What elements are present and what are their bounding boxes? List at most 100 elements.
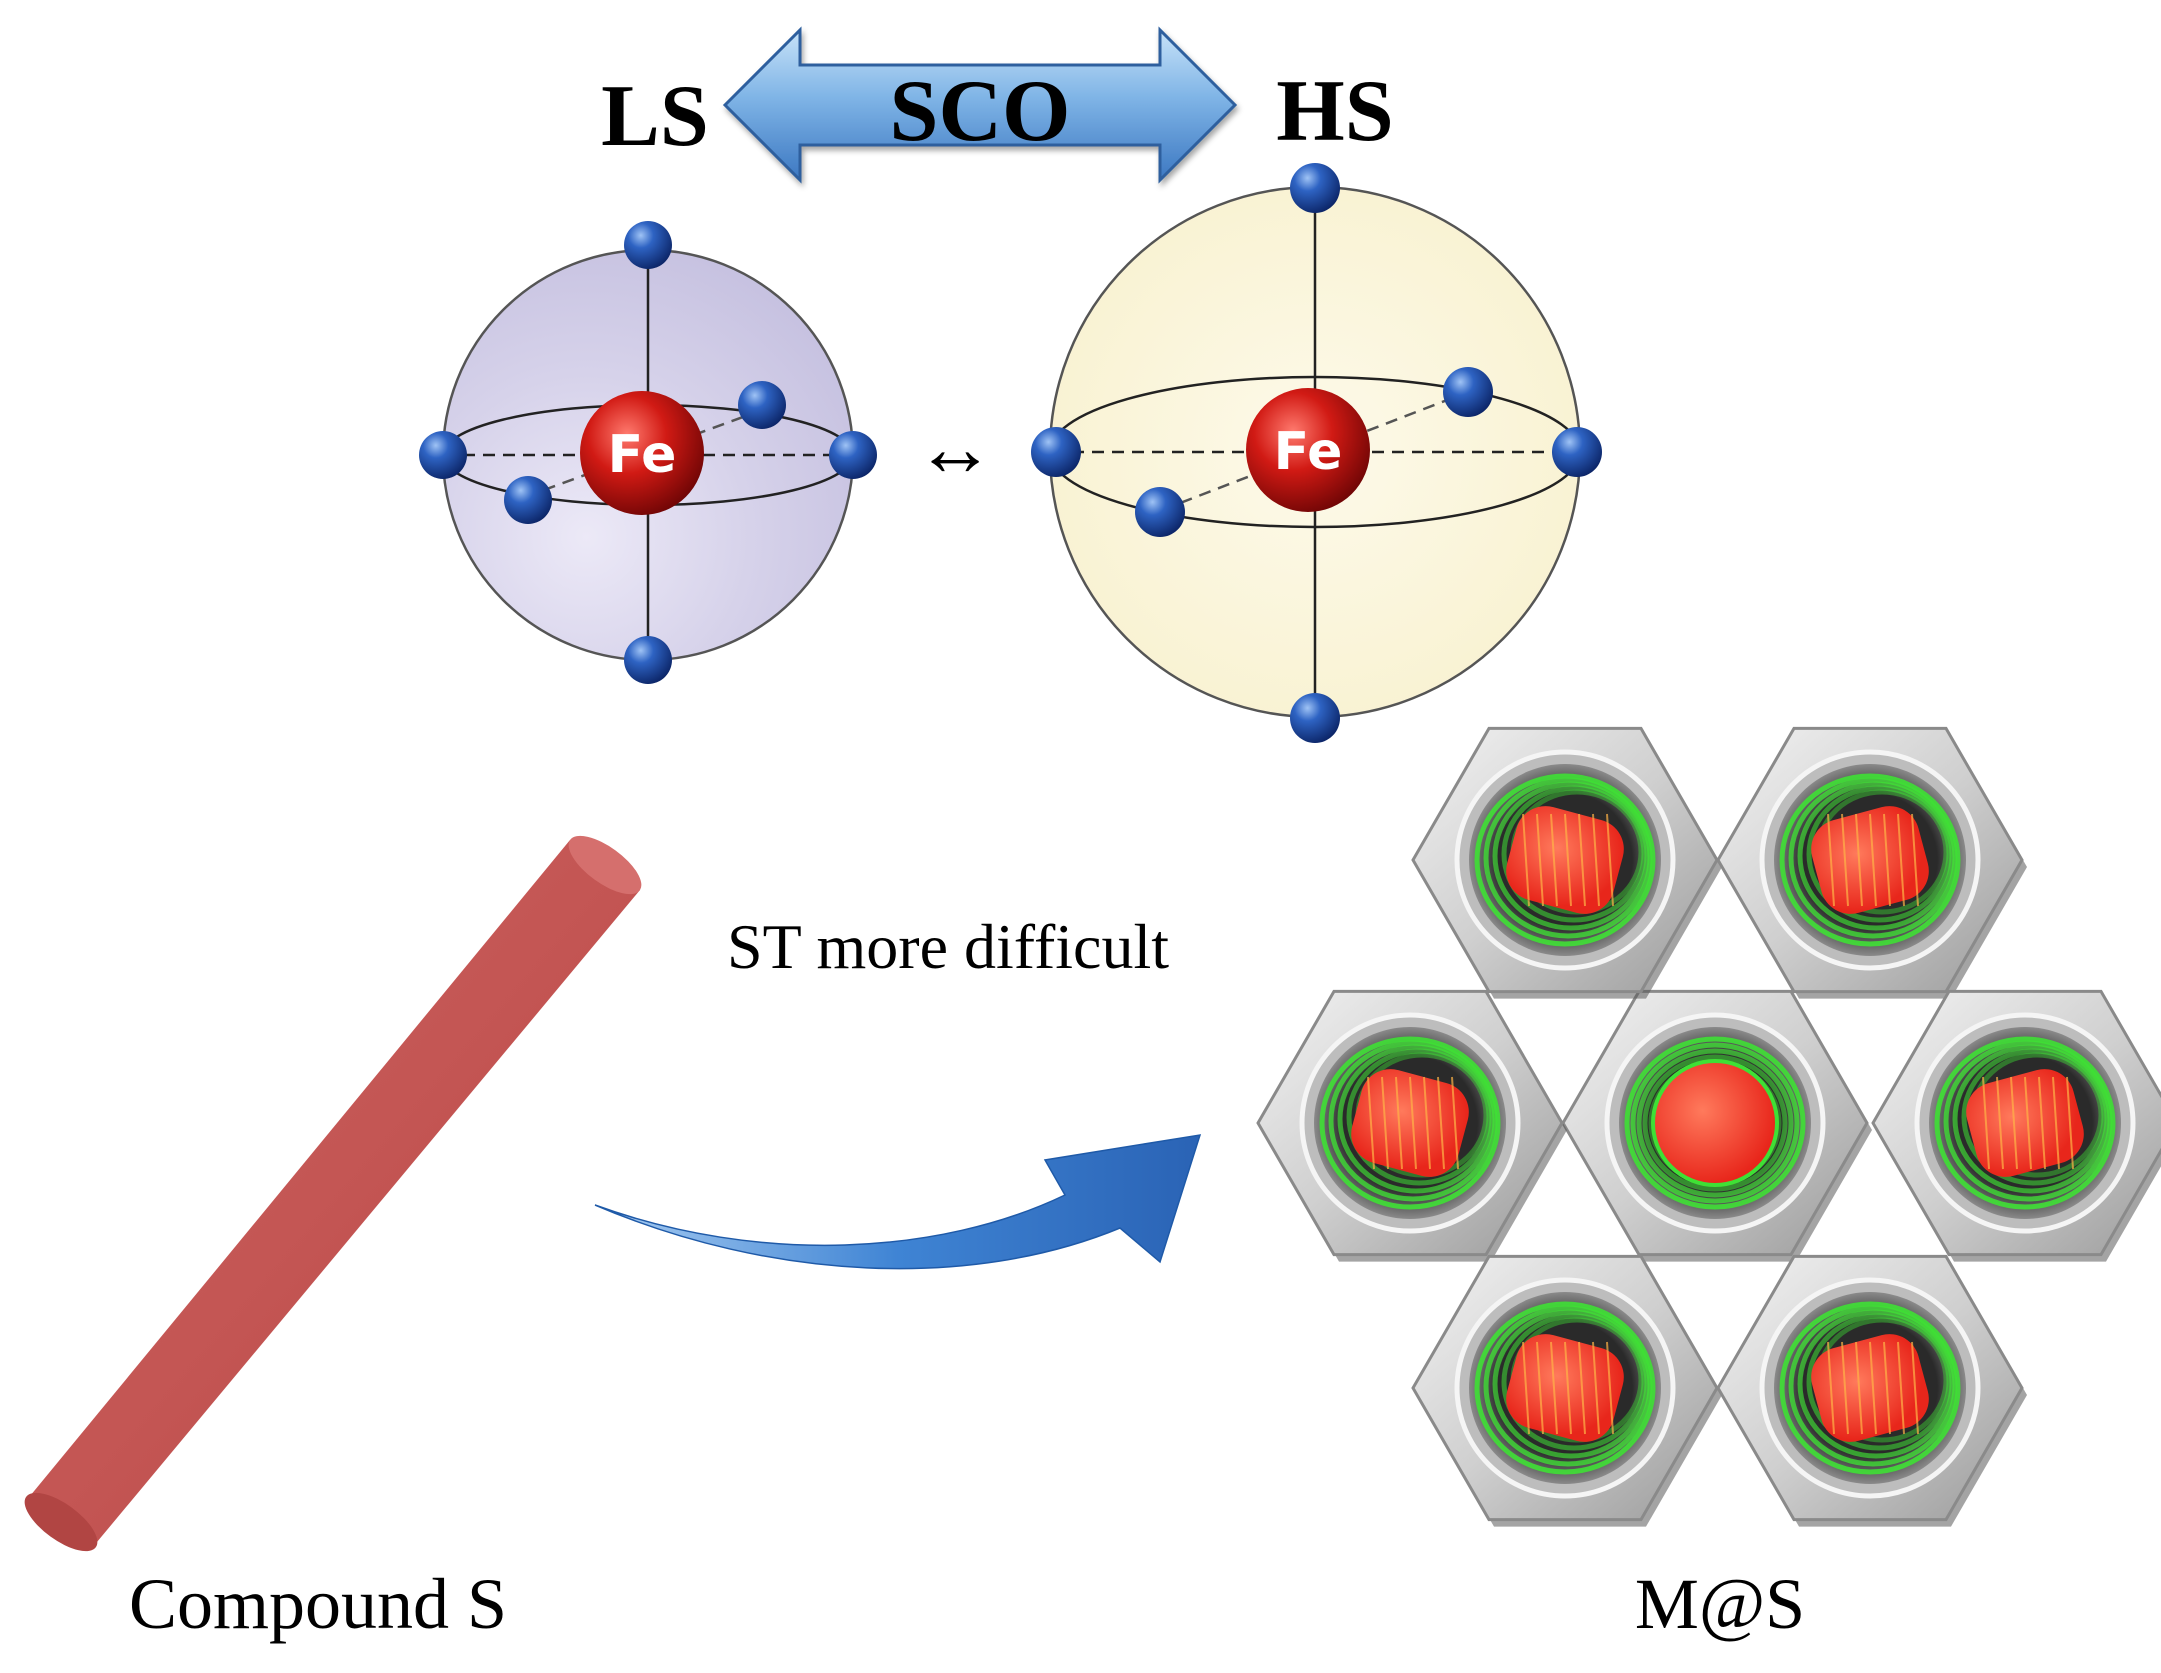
ls-ligand-atom [419,431,467,479]
ls-ligand-atom [504,476,552,524]
hs-label: HS [1276,63,1393,160]
rod-stripe [1578,1341,1586,1435]
rod-stripe [1550,813,1558,907]
sco-double-arrow [722,26,1238,184]
green-helix [1961,1048,2107,1186]
rod-stripe [1827,1341,1835,1435]
rod-stripe [1592,1341,1600,1435]
rod-stripe [2024,1076,2032,1170]
red-rod [1966,1069,2084,1177]
rod-stripe [1423,1076,1431,1170]
hex-channel [1411,1254,1722,1527]
green-helix [1779,1301,1961,1475]
green-helix [1483,1305,1653,1467]
green-helix [1483,777,1653,939]
red-rod [1351,1069,1469,1177]
hs-fe-atom [1246,388,1370,512]
red-rod [1506,806,1624,914]
green-helix [1788,777,1958,939]
rod-stripe [1367,1076,1375,1170]
green-helix [1779,773,1961,947]
rod-stripe [1897,813,1905,907]
sco-label: SCO [890,63,1071,160]
rod-stripe [1564,813,1572,907]
rod-stripe [1911,1341,1919,1435]
green-helix [1474,1301,1656,1475]
rod-stripe [1522,1341,1530,1435]
rod-stripe [2052,1076,2060,1170]
green-helix [1943,1040,2113,1202]
rod-stripe [1897,1341,1905,1435]
green-helix [1788,1305,1958,1467]
rod-stripe [1536,813,1544,907]
hs-ligand-atom [1135,487,1185,537]
compound-s-rod [24,835,642,1552]
ls-label: LS [601,68,709,165]
green-helix [1624,1036,1806,1210]
green-helix [1636,1048,1794,1198]
hex-channel [1716,726,2027,999]
rod-stripe [1451,1076,1459,1170]
hex-channel [1561,989,1872,1262]
rod-stripe [2038,1076,2046,1170]
green-helix [1501,785,1647,923]
hs-ligand-atom [1290,163,1340,213]
green-helix [1319,1036,1501,1210]
rod-stripe [1381,1076,1389,1170]
rod-stripe [1883,813,1891,907]
rod-stripe [1437,1076,1445,1170]
rod-stripe [1855,813,1863,907]
m-at-s-caption: M@S [1635,1564,1805,1644]
rod-stripe [1869,1341,1877,1435]
green-helix [1642,1054,1788,1192]
green-helix [1806,785,1952,923]
rod-stripe [1409,1076,1417,1170]
green-helix [1806,1313,1952,1451]
green-helix [1492,781,1650,931]
hex-channel [1256,989,1567,1262]
red-core [1651,1059,1779,1187]
red-rod [1811,1334,1929,1442]
rod-stripe [1522,813,1530,907]
green-helix [1501,1313,1647,1451]
rod-stripe [2066,1076,2074,1170]
hs-fe-label: Fe [1274,422,1343,482]
rod-stripe [1883,1341,1891,1435]
green-helix [1346,1048,1492,1186]
rod-stripe [1592,813,1600,907]
hs-octahedron: Fe [1031,163,1602,743]
hex-channel [1716,1254,2027,1527]
rod-stripe [1606,1341,1614,1435]
red-rod [1811,806,1929,914]
rod-stripe [1578,813,1586,907]
curved-arrow-icon [594,1134,1202,1270]
green-helix [1337,1044,1495,1194]
rod-stripe [1996,1076,2004,1170]
rod-stripe [1911,813,1919,907]
hs-ligand-atom [1031,427,1081,477]
rod-stripe [1606,813,1614,907]
hs-ligand-atom [1443,367,1493,417]
hs-ligand-atom [1290,693,1340,743]
ls-ligand-atom [624,221,672,269]
green-helix [1492,1309,1650,1459]
rod-stripe [1395,1076,1403,1170]
red-rod [1506,1334,1624,1442]
ls-ligand-atom [738,381,786,429]
rod-stripe [1869,813,1877,907]
ls-ligand-atom [624,636,672,684]
green-helix [1630,1042,1800,1204]
rod-stripe [1564,1341,1572,1435]
ls-octahedron: Fe [419,221,877,684]
rod-stripe [1536,1341,1544,1435]
hex-channel [1871,989,2161,1262]
rod-stripe [1827,813,1835,907]
rod-stripe [1841,813,1849,907]
green-helix [1797,1309,1955,1459]
green-helix [1934,1036,2116,1210]
equilibrium-arrow-icon: ↔ [915,405,995,493]
hs-ligand-atom [1552,427,1602,477]
green-helix [1474,773,1656,947]
ls-fe-atom [580,391,704,515]
